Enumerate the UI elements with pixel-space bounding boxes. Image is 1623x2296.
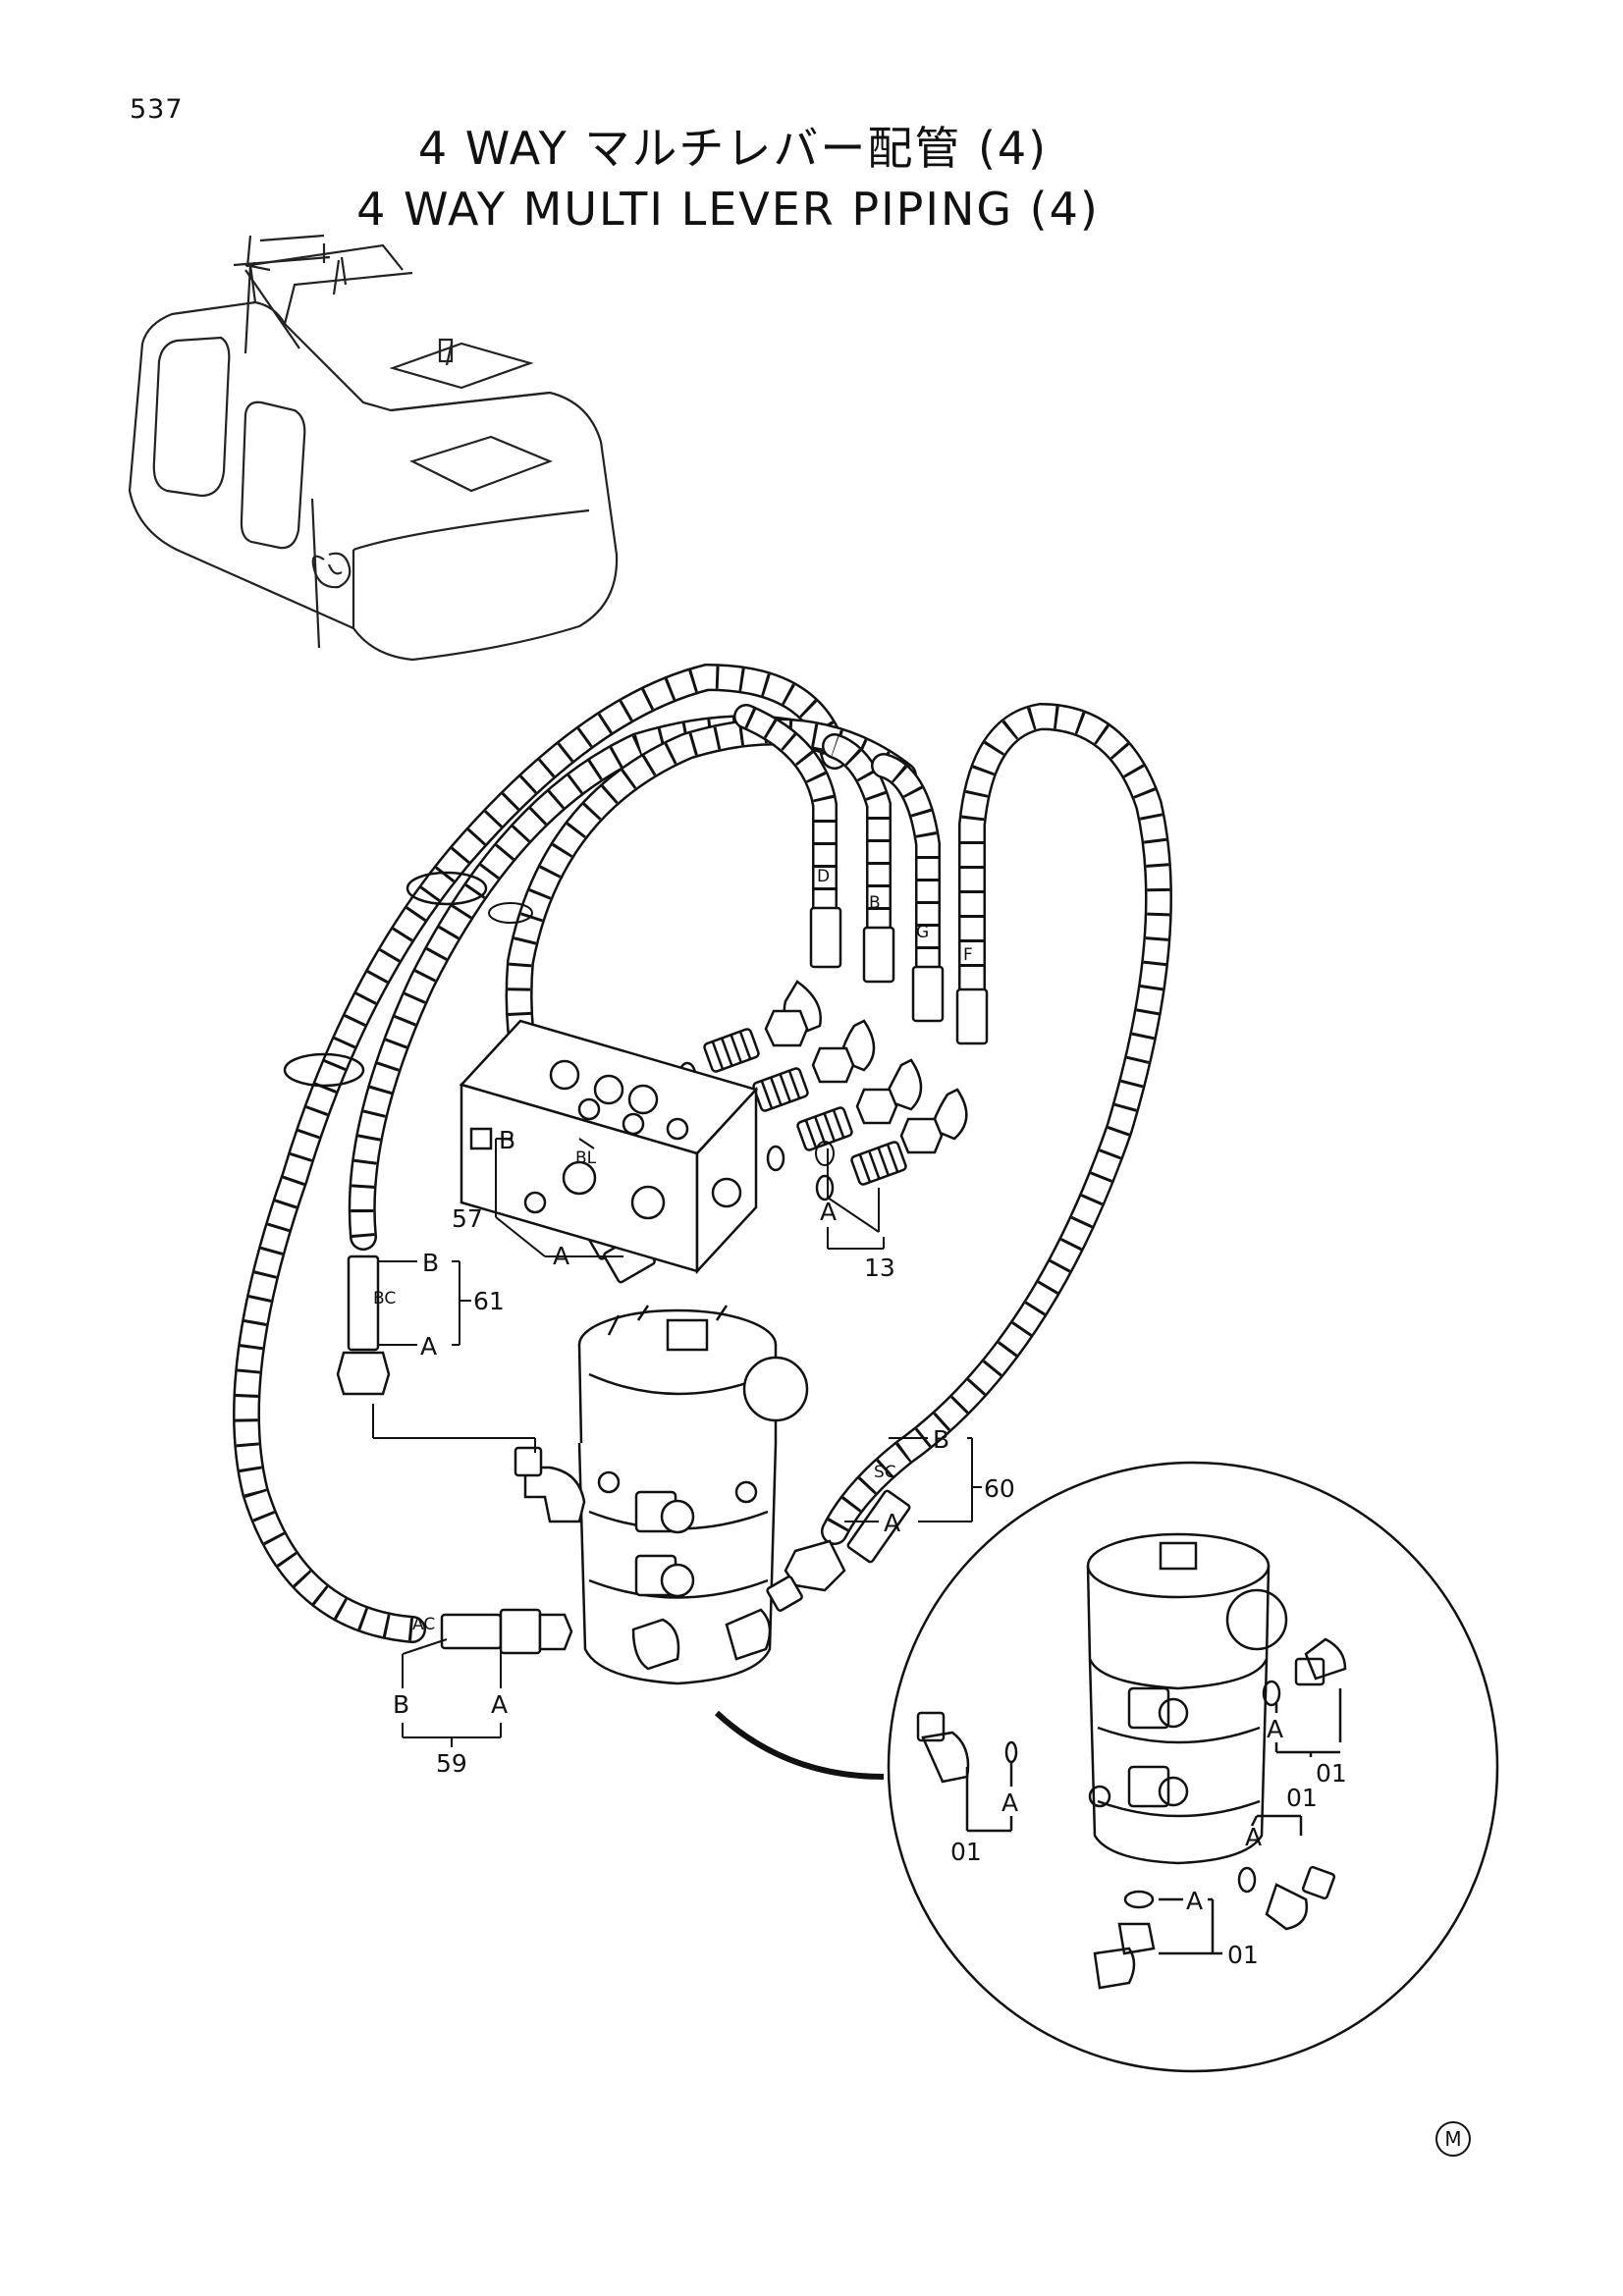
- label-a-detail-bottom: A: [1186, 1887, 1203, 1915]
- m-mark-symbol: M: [1435, 2121, 1471, 2157]
- label-a-detail-left: A: [1001, 1789, 1018, 1817]
- valve-block: [459, 1019, 759, 1275]
- label-b-57: B: [499, 1126, 515, 1154]
- elbow-fittings: [764, 980, 968, 1154]
- detail-view-circle: [714, 1461, 1499, 2073]
- label-a-detail-right: A: [1267, 1715, 1283, 1743]
- diagram-labels: D B G F A 13 B BL 57 A B BC 61 A B SC 60…: [373, 867, 1347, 1969]
- hose-label-f: F: [963, 945, 973, 965]
- label-ac: AC: [412, 1615, 435, 1634]
- label-b-60: B: [933, 1425, 949, 1454]
- label-b-61: B: [422, 1249, 439, 1277]
- callout-61: 61: [473, 1287, 505, 1315]
- callout-lines: [372, 1138, 982, 1747]
- label-a-detail-mid: A: [1245, 1823, 1262, 1851]
- label-a-60: A: [884, 1509, 900, 1537]
- hose-label-b: B: [869, 893, 881, 913]
- title-english: 4 WAY MULTI LEVER PIPING (4): [356, 183, 1100, 236]
- hose-bundle: [233, 663, 1172, 1643]
- page-title: 4 WAY マルチレバー配管 (4) 4 WAY MULTI LEVER PIP…: [0, 118, 1623, 240]
- hose-label-d: D: [817, 867, 830, 886]
- page-number: 537: [130, 94, 184, 125]
- label-sc: SC: [874, 1463, 896, 1482]
- label-a-61: A: [420, 1332, 437, 1361]
- callout-01-mid: 01: [1286, 1784, 1318, 1812]
- callout-01-left: 01: [950, 1838, 982, 1866]
- callout-01-bottom: 01: [1227, 1941, 1259, 1969]
- callout-13: 13: [864, 1254, 895, 1282]
- label-b-59: B: [393, 1690, 409, 1719]
- callout-01-right: 01: [1316, 1759, 1347, 1788]
- valve-elbows: [514, 1446, 803, 1671]
- callout-59: 59: [436, 1749, 467, 1778]
- hose-label-g: G: [916, 923, 929, 942]
- label-a-57: A: [553, 1242, 569, 1270]
- excavator-cab-illustration: [128, 234, 619, 662]
- label-a-59: A: [491, 1690, 508, 1719]
- title-japanese: 4 WAY マルチレバー配管 (4): [417, 122, 1049, 175]
- multi-lever-valve: [577, 1305, 809, 1685]
- label-a-13: A: [820, 1198, 837, 1226]
- callout-57: 57: [452, 1204, 483, 1233]
- callout-60: 60: [984, 1474, 1015, 1503]
- label-bl: BL: [575, 1148, 597, 1168]
- label-bc: BC: [373, 1289, 396, 1308]
